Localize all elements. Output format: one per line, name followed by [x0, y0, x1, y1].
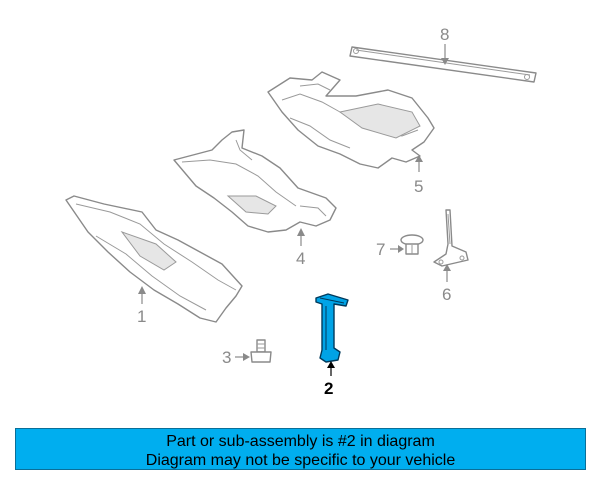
callout-4: 4 [296, 228, 305, 268]
callout-1: 1 [137, 286, 146, 326]
part-7-clip[interactable] [400, 234, 424, 255]
callout-2: 2 [324, 361, 335, 398]
part-1-front-cover[interactable] [65, 195, 243, 323]
callout-label-5: 5 [414, 177, 423, 196]
banner-line-2: Diagram may not be specific to your vehi… [145, 452, 456, 469]
part-6-bracket[interactable] [433, 209, 469, 267]
part-5-splash-shield[interactable] [267, 71, 435, 169]
callout-5: 5 [414, 155, 423, 196]
callout-8: 8 [440, 25, 449, 65]
callout-label-4: 4 [296, 249, 305, 268]
callout-label-6: 6 [442, 285, 451, 304]
callout-label-7: 7 [376, 240, 385, 259]
callout-6: 6 [442, 264, 451, 304]
callout-label-1: 1 [137, 307, 146, 326]
info-banner: Part or sub-assembly is #2 in diagram Di… [15, 428, 586, 470]
part-3-bolt[interactable] [250, 339, 272, 363]
banner-line-1: Part or sub-assembly is #2 in diagram [166, 433, 435, 450]
callout-7: 7 [376, 240, 404, 259]
parts-diagram: 8 5 4 1 [65, 25, 537, 398]
callout-3: 3 [222, 348, 250, 367]
callout-label-3: 3 [222, 348, 231, 367]
callout-label-2: 2 [324, 379, 333, 398]
part-8-bar[interactable] [349, 46, 537, 83]
callout-label-8: 8 [440, 25, 449, 44]
part-4-center-shield[interactable] [173, 129, 337, 233]
part-2-support-bracket[interactable] [315, 293, 349, 363]
